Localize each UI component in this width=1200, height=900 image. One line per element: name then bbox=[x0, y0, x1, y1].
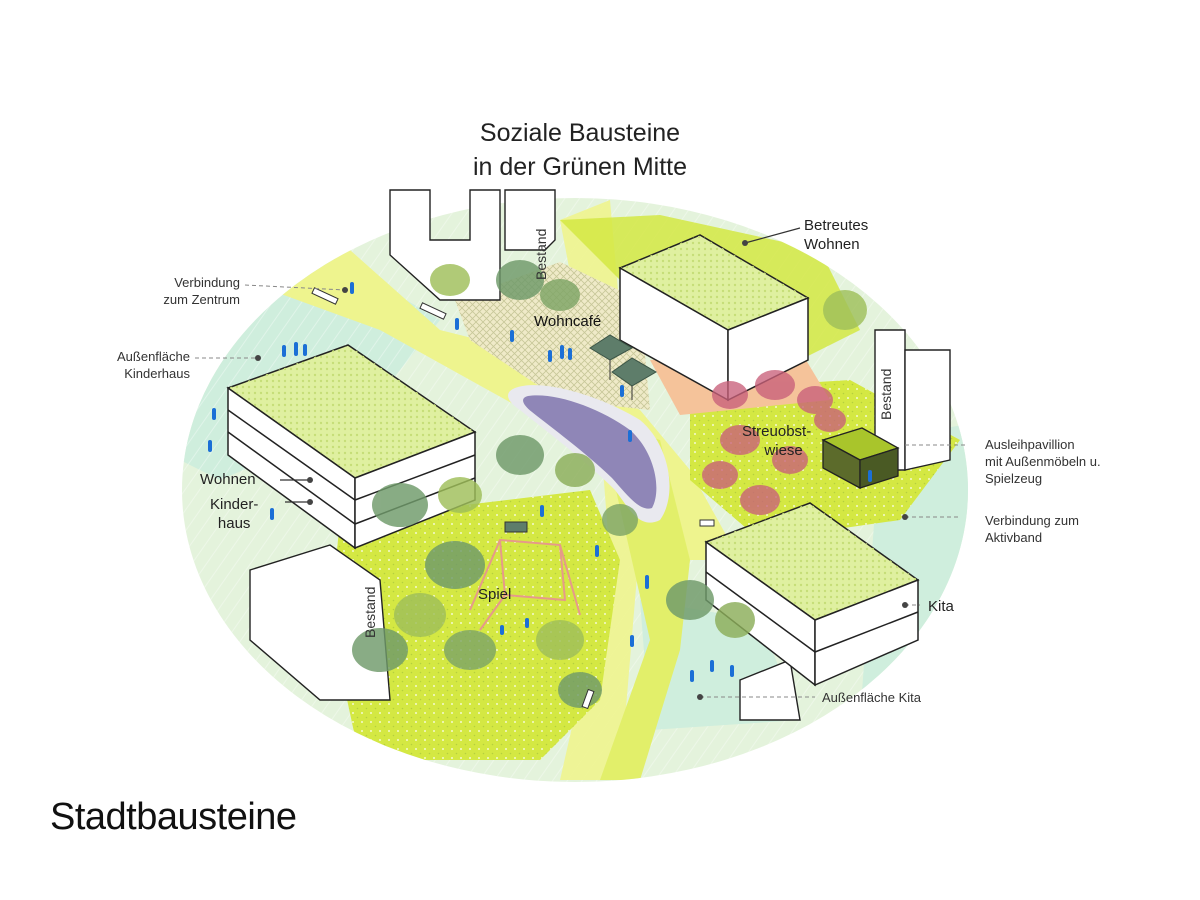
blossom-trees bbox=[702, 370, 846, 515]
label-betreutes-wohnen: Betreutes Wohnen bbox=[804, 217, 869, 253]
label-bestand-left: Bestand bbox=[362, 586, 378, 638]
people bbox=[208, 282, 872, 682]
label-verbindung-aktivband: Verbindung zum Aktivband bbox=[985, 513, 1079, 545]
leader-dots bbox=[255, 240, 908, 700]
title-line-2: in der Grünen Mitte bbox=[473, 153, 687, 181]
benches bbox=[311, 287, 715, 710]
label-bestand-top: Bestand bbox=[533, 228, 549, 280]
label-ausleihpavillion: Ausleihpavillion mit Außenmöbeln u. Spie… bbox=[985, 437, 1101, 486]
play-structure bbox=[469, 521, 581, 631]
label-bestand-right: Bestand bbox=[878, 368, 894, 420]
title-line-1: Soziale Bausteine bbox=[479, 119, 681, 147]
building-kita bbox=[704, 502, 920, 687]
label-aussenflaeche-kita: Außenfläche Kita bbox=[822, 690, 922, 705]
label-aussenflaeche-kinderhaus: Außenfläche Kinderhaus bbox=[117, 349, 190, 381]
label-spiel: Spiel bbox=[478, 586, 512, 603]
label-kinderhaus: Kinder- haus bbox=[210, 496, 259, 532]
label-streuobstwiese: Streuobst- wiese bbox=[742, 423, 812, 459]
ausleih-pavilion bbox=[821, 427, 900, 490]
label-kita: Kita bbox=[928, 598, 954, 615]
trees bbox=[352, 260, 867, 708]
label-wohncafe: Wohncafé bbox=[534, 313, 602, 330]
label-wohnen: Wohnen bbox=[200, 471, 256, 488]
label-verbindung-zentrum: Verbindung zum Zentrum bbox=[163, 275, 240, 307]
caption-stadtbausteine: Stadtbausteine bbox=[50, 796, 297, 838]
cafe-umbrellas bbox=[589, 334, 657, 400]
building-betreutes-wohnen bbox=[618, 234, 810, 402]
solid-leaders bbox=[280, 227, 801, 503]
existing-buildings bbox=[249, 189, 951, 721]
